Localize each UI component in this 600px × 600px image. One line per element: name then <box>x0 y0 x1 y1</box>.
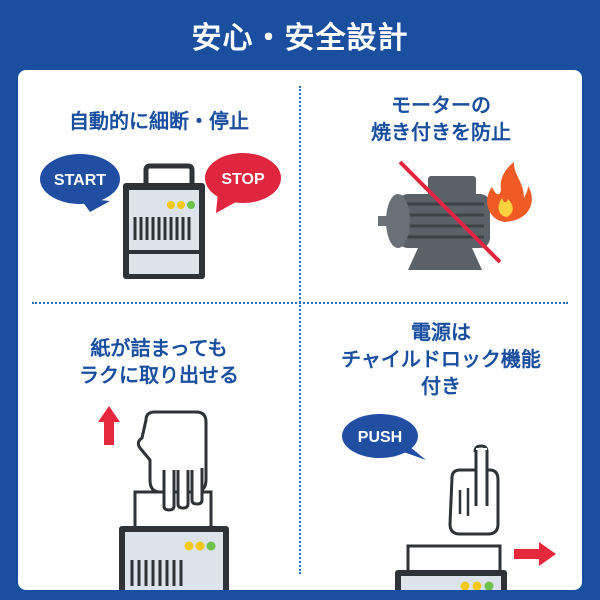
header-bar: 安心・安全設計 <box>0 0 600 70</box>
start-bubble: START <box>40 154 120 212</box>
caption-motor-line2: 焼き付きを防止 <box>371 120 511 144</box>
feature-card: 自動的に細断・停止 START STOP <box>18 70 582 590</box>
caption-auto-stop: 自動的に細断・停止 <box>69 109 249 133</box>
panel-auto-stop: 自動的に細断・停止 START STOP <box>18 70 300 320</box>
child-lock-illustration: PUSH <box>342 414 556 590</box>
caption-jam-line2: ラクに取り出せる <box>79 363 239 387</box>
prohibited-slash-icon <box>398 160 502 264</box>
motor-icon <box>378 176 490 270</box>
caption-motor-line1: モーターの <box>391 93 491 117</box>
hand-icon <box>448 444 500 536</box>
stop-bubble: STOP <box>205 153 281 213</box>
right-arrow-icon <box>514 542 556 566</box>
caption-child-lock-line1: 電源は <box>411 320 471 344</box>
panel-child-lock: 電源は チャイルドロック機能 付き PUSH <box>300 320 582 590</box>
horizontal-divider <box>32 302 568 304</box>
shredder-icon <box>119 526 229 590</box>
page-title: 安心・安全設計 <box>191 21 409 56</box>
push-bubble: PUSH <box>342 414 426 460</box>
auto-stop-illustration: START STOP <box>40 153 281 279</box>
hand-icon <box>136 410 208 512</box>
caption-jam-line1: 紙が詰まっても <box>90 336 228 360</box>
up-arrow-icon <box>98 406 120 445</box>
push-label: PUSH <box>358 429 402 446</box>
motor-illustration <box>378 160 532 270</box>
panel-jam: 紙が詰まっても ラクに取り出せる <box>18 320 300 590</box>
stop-label: STOP <box>221 171 265 188</box>
caption-child-lock-line2: チャイルドロック機能 <box>341 347 541 371</box>
flame-icon <box>487 162 532 222</box>
start-label: START <box>54 172 106 189</box>
panel-motor: モーターの 焼き付きを防止 <box>300 70 582 320</box>
shredder-icon <box>395 570 507 590</box>
jam-illustration <box>98 406 229 590</box>
shredder-icon <box>123 163 205 279</box>
vertical-divider <box>299 86 301 574</box>
caption-child-lock-line3: 付き <box>421 374 461 398</box>
